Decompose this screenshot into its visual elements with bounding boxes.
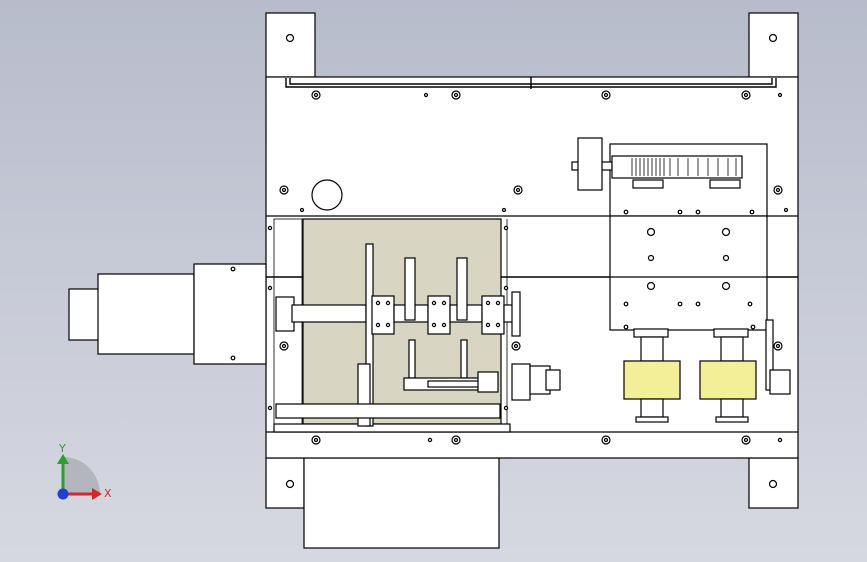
axis-triad: Y X [57,442,112,500]
x-axis-label: X [104,487,112,500]
bottom-left-mounting-foot [265,457,305,509]
drive-shaft-assembly [275,243,521,427]
top-left-mounting-foot [265,12,316,78]
y-axis-label: Y [58,442,66,455]
servo-motor [68,263,267,365]
lower-actuator [275,363,561,427]
slide-block [609,209,768,331]
top-right-mounting-foot [748,12,799,78]
cable-port [311,179,343,211]
lower-base-plate [303,457,500,549]
handle-lever[interactable] [765,319,791,395]
spring-column-right [699,328,757,423]
gear-rack-assembly [571,137,768,217]
top-band-holes [279,90,789,213]
bottom-right-mounting-foot [748,457,799,509]
top-guide-rail [285,77,777,89]
spring-column-left [623,328,681,423]
frame-bolts [267,225,783,445]
